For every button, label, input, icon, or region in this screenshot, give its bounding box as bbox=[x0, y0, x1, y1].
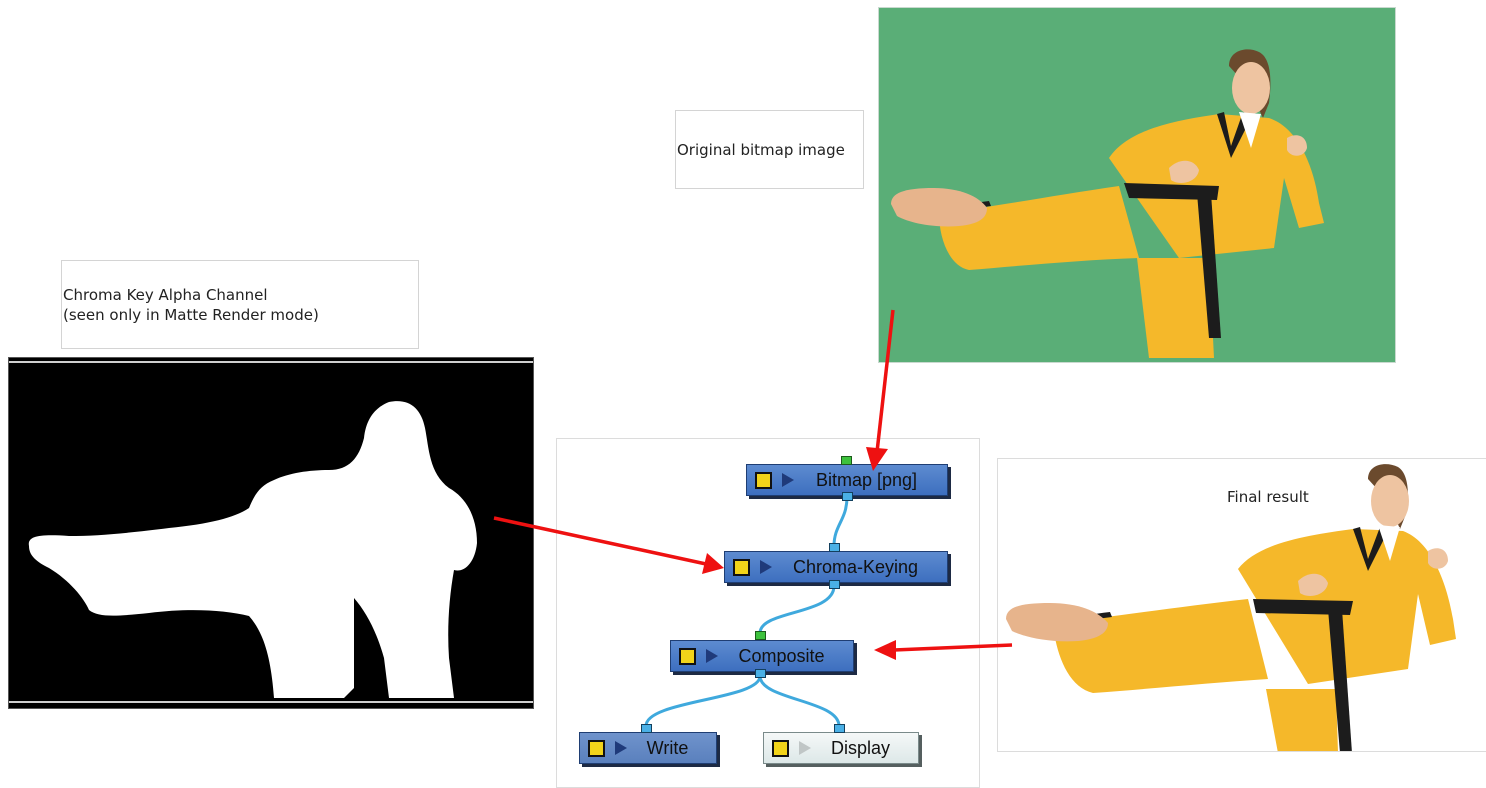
original-label-text: Original bitmap image bbox=[677, 141, 845, 159]
composite-node-label: Composite bbox=[738, 645, 825, 666]
matte-label: Chroma Key Alpha Channel (seen only in M… bbox=[61, 260, 419, 349]
chroma-output-port[interactable] bbox=[829, 580, 840, 589]
matte-label-line2: (seen only in Matte Render mode) bbox=[63, 306, 319, 324]
write-input-port[interactable] bbox=[641, 724, 652, 733]
display-node-label: Display bbox=[830, 737, 891, 758]
node-triangle-icon bbox=[706, 649, 718, 663]
bitmap-output-port[interactable] bbox=[842, 492, 853, 501]
node-triangle-icon bbox=[760, 560, 772, 574]
chroma-keying-node-label: Chroma-Keying bbox=[792, 556, 919, 577]
original-image-label: Original bitmap image bbox=[675, 110, 864, 189]
bitmap-node-label: Bitmap [png] bbox=[815, 469, 918, 490]
chroma-keying-node[interactable]: Chroma-Keying bbox=[724, 551, 948, 583]
chroma-input-port[interactable] bbox=[829, 543, 840, 552]
matte-label-line1: Chroma Key Alpha Channel bbox=[63, 286, 268, 304]
node-triangle-icon bbox=[782, 473, 794, 487]
write-node[interactable]: Write bbox=[579, 732, 717, 764]
display-node[interactable]: Display bbox=[763, 732, 919, 764]
alpha-matte-image bbox=[8, 357, 534, 709]
final-result-label: Final result bbox=[1227, 488, 1309, 506]
enable-checkbox-icon[interactable] bbox=[733, 558, 750, 576]
enable-checkbox-icon[interactable] bbox=[588, 739, 605, 757]
final-result-image: Final result bbox=[997, 458, 1486, 752]
node-triangle-icon bbox=[799, 741, 811, 755]
composite-input-port[interactable] bbox=[755, 631, 766, 640]
enable-checkbox-icon[interactable] bbox=[772, 739, 789, 757]
composite-output-port[interactable] bbox=[755, 669, 766, 678]
write-node-label: Write bbox=[646, 737, 689, 758]
composite-node[interactable]: Composite bbox=[670, 640, 854, 672]
enable-checkbox-icon[interactable] bbox=[755, 471, 772, 489]
enable-checkbox-icon[interactable] bbox=[679, 647, 696, 665]
display-input-port[interactable] bbox=[834, 724, 845, 733]
original-bitmap-image bbox=[878, 7, 1396, 363]
node-triangle-icon bbox=[615, 741, 627, 755]
bitmap-input-port[interactable] bbox=[841, 456, 852, 465]
